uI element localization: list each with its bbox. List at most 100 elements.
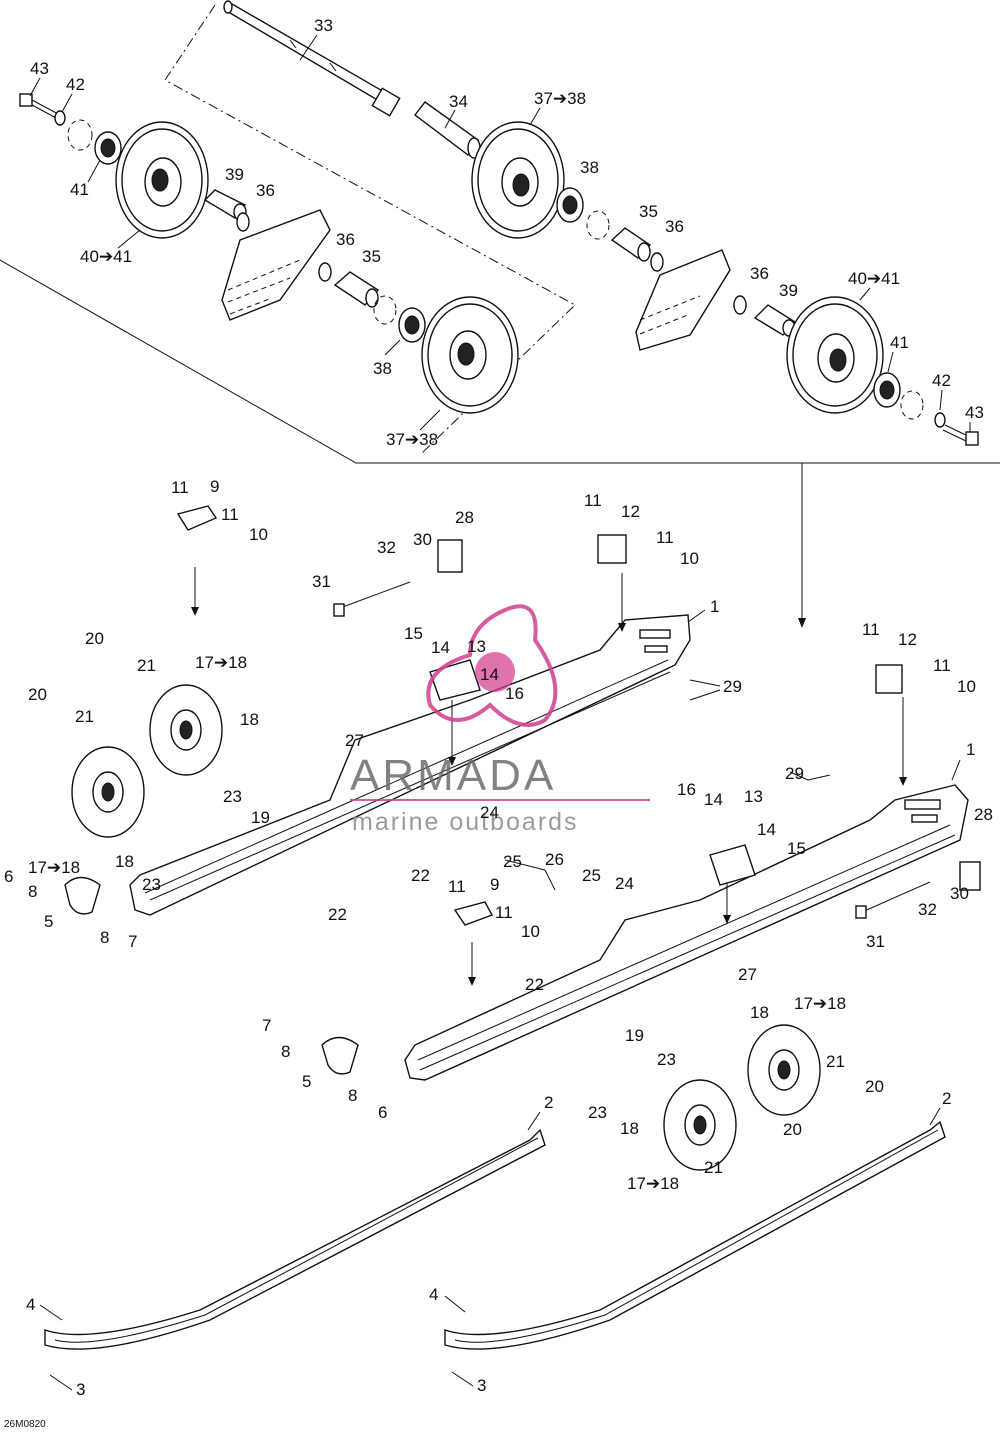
block-12-right bbox=[875, 664, 903, 694]
callout-28-right: 28 bbox=[974, 805, 993, 824]
watermark-brand: ARMADA bbox=[350, 751, 556, 800]
callout-12-left: 12 bbox=[621, 502, 640, 521]
callout-27-left: 27 bbox=[345, 731, 364, 750]
callout-26: 26 bbox=[545, 850, 564, 869]
callout-38-upper: 38 bbox=[580, 158, 599, 177]
callout-3-right: 3 bbox=[477, 1376, 486, 1395]
callout-18-a: 18 bbox=[240, 710, 259, 729]
callout-1-right: 1 bbox=[966, 740, 975, 759]
bolt-31-right bbox=[855, 881, 931, 919]
callout-22-c: 22 bbox=[525, 975, 544, 994]
stopper-9-left bbox=[176, 505, 218, 531]
bolt-43-right bbox=[942, 424, 979, 446]
snap-ring-upper bbox=[586, 210, 610, 240]
callout-40-41-left: 40➔41 bbox=[80, 247, 132, 266]
wheel-37-upper bbox=[471, 121, 565, 239]
rear-bracket-right bbox=[635, 249, 731, 351]
callout-5-right: 5 bbox=[302, 1072, 311, 1091]
callout-7-right: 7 bbox=[262, 1016, 271, 1035]
cushion-13-right bbox=[709, 844, 756, 886]
wheel-17-a bbox=[149, 684, 223, 776]
spacer-39-right bbox=[753, 304, 797, 337]
callout-2-right: 2 bbox=[942, 1089, 951, 1108]
callout-33: 33 bbox=[314, 16, 333, 35]
snap-ring-right bbox=[900, 390, 924, 420]
callout-24-right: 24 bbox=[615, 874, 634, 893]
callout-6-left: 6 bbox=[4, 867, 13, 886]
callout-25-right: 25 bbox=[582, 866, 601, 885]
callout-18-b: 18 bbox=[115, 852, 134, 871]
watermark-logo-mark bbox=[426, 604, 558, 727]
armada-watermark: ARMADA marine outboards bbox=[350, 604, 650, 836]
washer-36-center bbox=[318, 262, 332, 282]
callout-35-center: 35 bbox=[362, 247, 381, 266]
callout-42-right: 42 bbox=[932, 371, 951, 390]
callout-36-left: 36 bbox=[256, 181, 275, 200]
callout-11-h: 11 bbox=[495, 903, 513, 922]
callout-9-b: 9 bbox=[490, 875, 499, 894]
callout-4-left: 4 bbox=[26, 1295, 35, 1314]
wheel-37-lower bbox=[421, 296, 519, 414]
callout-22-a: 22 bbox=[411, 866, 430, 885]
callout-21-d: 21 bbox=[704, 1158, 723, 1177]
callout-8-d: 8 bbox=[348, 1086, 357, 1105]
callout-43-left: 43 bbox=[30, 59, 49, 78]
callout-43-right: 43 bbox=[965, 403, 984, 422]
callout-20-b: 20 bbox=[28, 685, 47, 704]
callout-36-right: 36 bbox=[750, 264, 769, 283]
callout-8-c: 8 bbox=[281, 1042, 290, 1061]
slide-2-left bbox=[44, 1128, 546, 1350]
callout-14-a: 14 bbox=[431, 638, 450, 657]
callout-35-upper-right: 35 bbox=[639, 202, 658, 221]
callout-31-right: 31 bbox=[866, 932, 885, 951]
callout-22-b: 22 bbox=[328, 905, 347, 924]
snap-ring-left bbox=[67, 119, 93, 151]
callout-41-left: 41 bbox=[70, 180, 89, 199]
callout-labels: 33 34 43 42 41 39 36 40➔41 37➔38 38 35 3… bbox=[4, 16, 993, 1430]
rear-bracket-left bbox=[221, 209, 331, 321]
guide-5-right bbox=[321, 1036, 359, 1075]
callout-19-left: 19 bbox=[251, 808, 270, 827]
callout-3-left: 3 bbox=[76, 1380, 85, 1399]
callout-19-right: 19 bbox=[625, 1026, 644, 1045]
callout-10-c: 10 bbox=[957, 677, 976, 696]
slide-2-right bbox=[444, 1120, 946, 1350]
callout-15-right: 15 bbox=[787, 839, 806, 858]
wheel-17-d bbox=[663, 1079, 737, 1171]
bolt-43-left bbox=[19, 93, 61, 120]
callout-39-right: 39 bbox=[779, 281, 798, 300]
callout-11-e: 11 bbox=[862, 620, 880, 639]
leader-lines bbox=[29, 34, 971, 1391]
callout-18-c: 18 bbox=[750, 1003, 769, 1022]
callout-11-b: 11 bbox=[221, 505, 239, 524]
callout-38-center: 38 bbox=[373, 359, 392, 378]
callout-11-f: 11 bbox=[933, 656, 951, 675]
callout-31-left: 31 bbox=[312, 572, 331, 591]
callout-21-a: 21 bbox=[137, 656, 156, 675]
callout-17-18-b: 17➔18 bbox=[28, 858, 80, 877]
callout-14-b: 14 bbox=[480, 665, 499, 684]
wheel-17-b bbox=[71, 746, 145, 838]
bearing-41-right bbox=[873, 372, 901, 408]
washer-36-right bbox=[733, 295, 747, 315]
callout-10-d: 10 bbox=[521, 922, 540, 941]
callout-16-right: 16 bbox=[677, 780, 696, 799]
callout-36-center: 36 bbox=[336, 230, 355, 249]
callout-17-18-a: 17➔18 bbox=[195, 653, 247, 672]
callout-7-left: 7 bbox=[128, 932, 137, 951]
callout-20-d: 20 bbox=[783, 1120, 802, 1139]
assembly-arrows bbox=[191, 567, 907, 986]
callout-36-upper-right: 36 bbox=[665, 217, 684, 236]
cushion-13-left bbox=[429, 659, 481, 701]
callout-14-d: 14 bbox=[757, 820, 776, 839]
bearing-41-left bbox=[94, 131, 122, 165]
callout-41-right: 41 bbox=[890, 333, 909, 352]
spacer-35-right bbox=[610, 227, 652, 262]
callout-23-c: 23 bbox=[657, 1050, 676, 1069]
callout-23-b: 23 bbox=[142, 875, 161, 894]
callout-30-right: 30 bbox=[950, 884, 969, 903]
callout-13-right: 13 bbox=[744, 787, 763, 806]
callout-21-c: 21 bbox=[826, 1052, 845, 1071]
callout-4-right: 4 bbox=[429, 1285, 438, 1304]
wheel-17-c bbox=[747, 1024, 821, 1116]
